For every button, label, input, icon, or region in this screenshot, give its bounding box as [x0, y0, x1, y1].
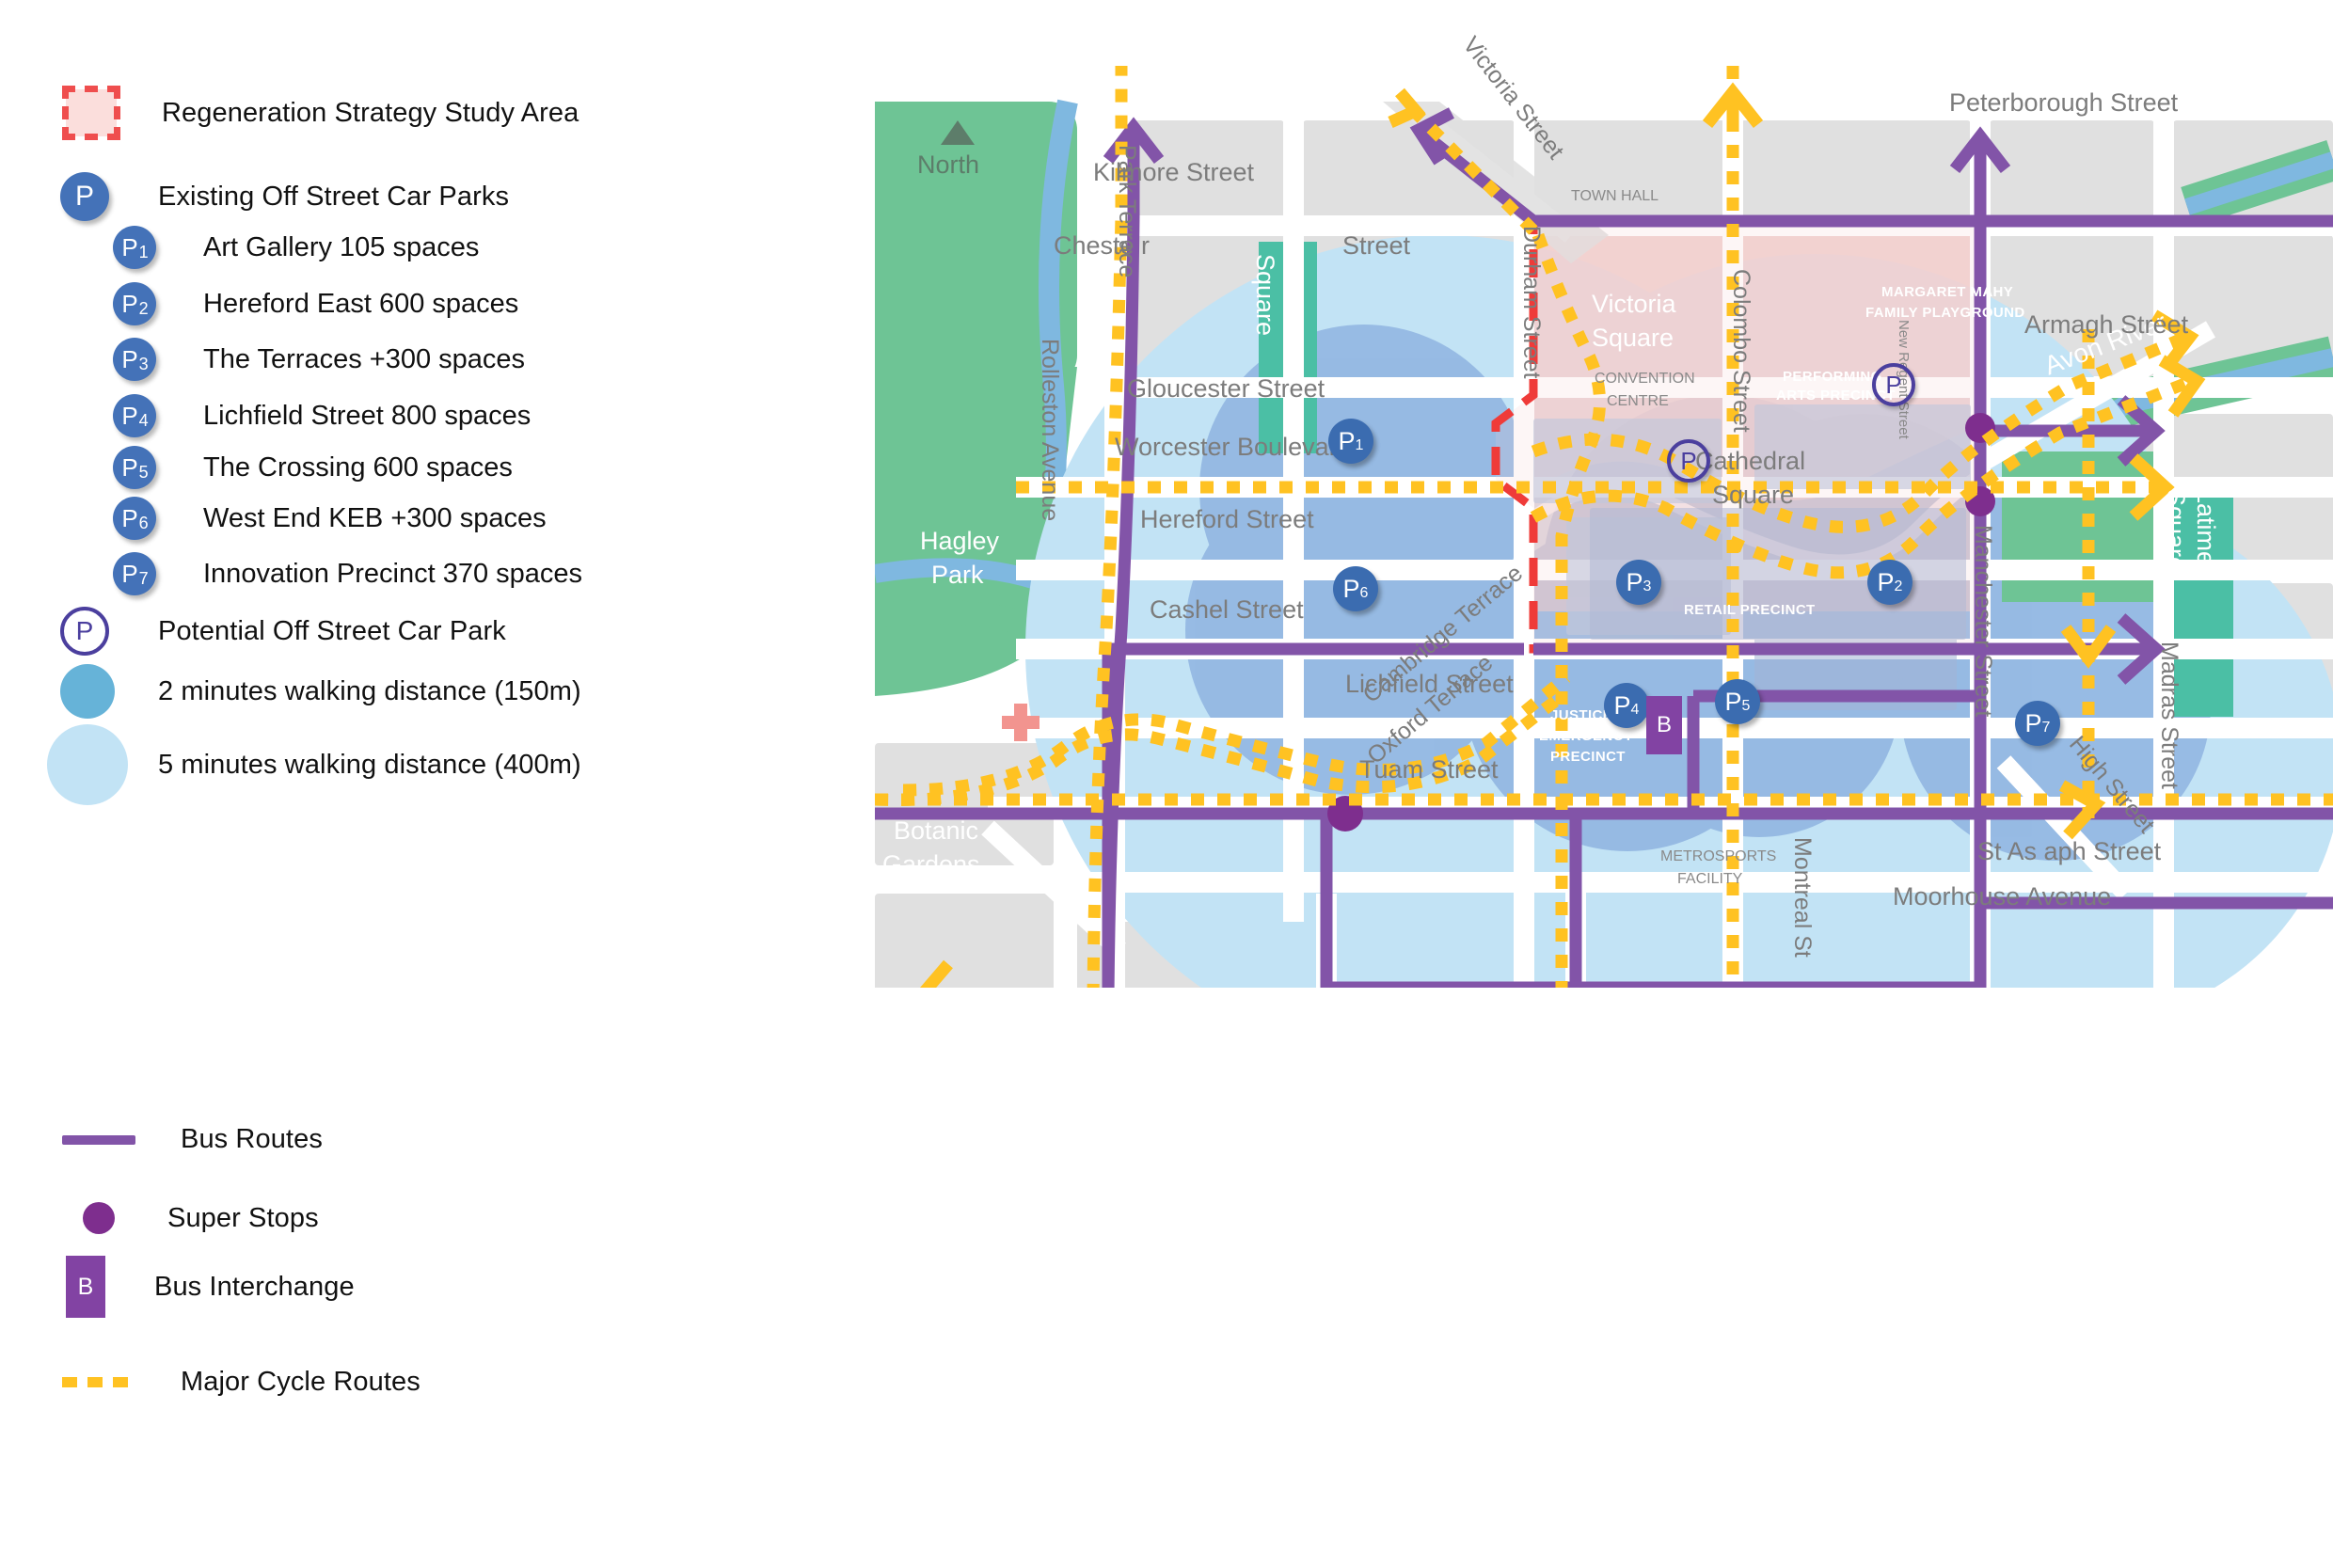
- legend-item-walk-5min[interactable]: 5 minutes walking distance (400m): [47, 713, 581, 816]
- legend-panel: Regeneration Strategy Study Area P Exist…: [0, 0, 875, 1568]
- map-marker-p4-index: 4: [1630, 702, 1640, 718]
- map-marker-p7-index: 7: [2041, 720, 2051, 736]
- legend-label-p7: Innovation Precinct 370 spaces: [203, 558, 583, 589]
- map-marker-p5-index: 5: [1741, 698, 1751, 714]
- super-stop-dot-icon: [83, 1202, 115, 1234]
- city-map[interactable]: North Hagley Park Botanic Gardens Cranme…: [875, 32, 2333, 988]
- legend-label-p6: West End KEB +300 spaces: [203, 502, 547, 533]
- cycle-route-arrowheads: [920, 82, 2206, 988]
- walk-5min-swatch-icon: [47, 724, 128, 805]
- p3-index: 3: [138, 355, 149, 373]
- p5-index: 5: [138, 463, 149, 482]
- map-marker-p2-index: 2: [1894, 578, 1903, 594]
- legend-label-cycle-routes: Major Cycle Routes: [181, 1367, 421, 1397]
- legend-item-super-stops[interactable]: Super Stops: [83, 1202, 319, 1234]
- map-graphics: [875, 47, 2333, 988]
- legend-label-bus-routes: Bus Routes: [181, 1124, 323, 1154]
- legend-label-p5: The Crossing 600 spaces: [203, 451, 513, 483]
- map-marker-bus-interchange[interactable]: B: [1646, 696, 1682, 754]
- bus-route-line-icon: [62, 1134, 135, 1145]
- legend-label-walk-5min: 5 minutes walking distance (400m): [158, 749, 581, 780]
- cycle-route-line-icon: [62, 1377, 135, 1387]
- legend-label-bus-interchange: Bus Interchange: [154, 1271, 355, 1302]
- map-marker-p6-index: 6: [1359, 585, 1369, 601]
- legend-item-potential-park[interactable]: P Potential Off Street Car Park: [60, 607, 506, 656]
- p-outline-marker-icon: P: [60, 607, 109, 656]
- map-bus-interchange-code: B: [1656, 712, 1672, 737]
- walk-2min-swatch-icon: [60, 664, 115, 719]
- bus-interchange-code: B: [77, 1273, 94, 1300]
- legend-label-potential-park: Potential Off Street Car Park: [158, 615, 506, 646]
- legend-label-super-stops: Super Stops: [167, 1202, 319, 1233]
- map-marker-p1-index: 1: [1355, 437, 1364, 453]
- p-marker-icon: P: [60, 172, 109, 221]
- dashed-rectangle-icon: [62, 86, 120, 140]
- legend-item-cycle-routes[interactable]: Major Cycle Routes: [62, 1367, 421, 1398]
- p6-index: 6: [138, 514, 149, 532]
- map-marker-potential-2[interactable]: P: [1667, 439, 1710, 483]
- north-arrow-icon: [941, 120, 975, 145]
- legend-item-bus-routes[interactable]: Bus Routes: [62, 1124, 323, 1155]
- map-marker-p3-index: 3: [1643, 578, 1652, 594]
- p2-index: 2: [138, 299, 149, 318]
- legend-label-p3: The Terraces +300 spaces: [203, 343, 526, 374]
- legend-item-walk-2min[interactable]: 2 minutes walking distance (150m): [60, 649, 581, 734]
- legend-item-study-area[interactable]: Regeneration Strategy Study Area: [62, 86, 579, 140]
- map-marker-potential-1[interactable]: P: [1872, 363, 1915, 406]
- legend-label-p1: Art Gallery 105 spaces: [203, 231, 480, 262]
- p4-index: 4: [138, 411, 149, 430]
- bus-interchange-icon: B: [66, 1256, 105, 1318]
- legend-label-study-area: Regeneration Strategy Study Area: [162, 97, 579, 128]
- legend-label-existing-parks: Existing Off Street Car Parks: [158, 181, 510, 212]
- legend-label-p2: Hereford East 600 spaces: [203, 288, 519, 319]
- legend-item-existing-parks[interactable]: P Existing Off Street Car Parks: [60, 172, 509, 221]
- legend-item-bus-interchange[interactable]: B Bus Interchange: [66, 1256, 355, 1318]
- latimer-square-shape: [2171, 482, 2233, 717]
- p7-index: 7: [138, 569, 149, 588]
- legend-label-p4: Lichfield Street 800 spaces: [203, 400, 532, 431]
- legend-label-walk-2min: 2 minutes walking distance (150m): [158, 675, 581, 706]
- cycle-routes-layer: [875, 66, 2333, 988]
- p1-index: 1: [138, 243, 149, 261]
- hospital-cross-icon: [1002, 704, 1040, 741]
